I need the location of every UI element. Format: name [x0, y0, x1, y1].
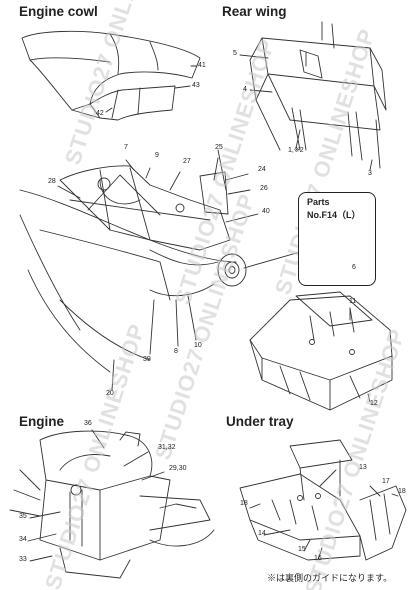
- part-label: 9: [155, 152, 159, 159]
- engine-cowl-drawing: [21, 30, 201, 121]
- part-label: 24: [258, 166, 266, 173]
- part-label: 16: [314, 555, 322, 562]
- gearbox-assembly-drawing: [19, 149, 301, 391]
- part-label: 18: [240, 500, 248, 507]
- part-label: 42: [96, 110, 104, 117]
- part-label: 34: [19, 536, 27, 543]
- part-label: 25: [215, 144, 223, 151]
- part-label: 15: [298, 546, 306, 553]
- section-title-engine-cowl: Engine cowl: [19, 4, 98, 19]
- section-title-under-tray: Under tray: [226, 414, 294, 429]
- part-label: 41: [198, 62, 206, 69]
- part-label: 13: [359, 464, 367, 471]
- part-label: 3: [368, 170, 372, 177]
- footnote-guide-note: ※は裏側のガイドになります。: [267, 573, 393, 583]
- part-label: 1,※2: [288, 147, 304, 154]
- part-label: 26: [260, 185, 268, 192]
- part-label: 12: [370, 400, 378, 407]
- section-title-engine: Engine: [19, 414, 65, 429]
- part-label: 39: [143, 356, 151, 363]
- callout-title: Parts: [307, 197, 330, 207]
- part-label: 35: [19, 513, 27, 520]
- part-label: 4: [243, 86, 247, 93]
- part-label: 10: [194, 342, 202, 349]
- part-label: 5: [233, 50, 237, 57]
- rear-wing-drawing: [239, 21, 387, 171]
- part-label: 14: [258, 530, 266, 537]
- part-label: 33: [19, 556, 27, 563]
- under-tray-drawing: [239, 439, 407, 561]
- part-label: 17: [382, 478, 390, 485]
- part-label: 8: [174, 348, 178, 355]
- section-title-rear-wing: Rear wing: [222, 4, 287, 19]
- floor-piece-drawing: [249, 291, 393, 411]
- part-label: 40: [262, 208, 270, 215]
- part-label: 11: [349, 298, 357, 305]
- engine-drawing: [9, 429, 215, 579]
- parts-callout-box: Parts No.F14（L）: [298, 192, 376, 286]
- part-label: 18: [398, 488, 406, 495]
- part-label: 28: [48, 178, 56, 185]
- part-label: 31,32: [158, 444, 176, 451]
- part-label: 7: [124, 144, 128, 151]
- part-label: 43: [192, 82, 200, 89]
- part-label: 29,30: [169, 465, 187, 472]
- part-label: 27: [183, 158, 191, 165]
- part-label: 6: [352, 264, 356, 271]
- callout-part-number: No.F14（L）: [307, 210, 361, 220]
- part-label: 36: [84, 420, 92, 427]
- part-label: 20: [106, 390, 114, 397]
